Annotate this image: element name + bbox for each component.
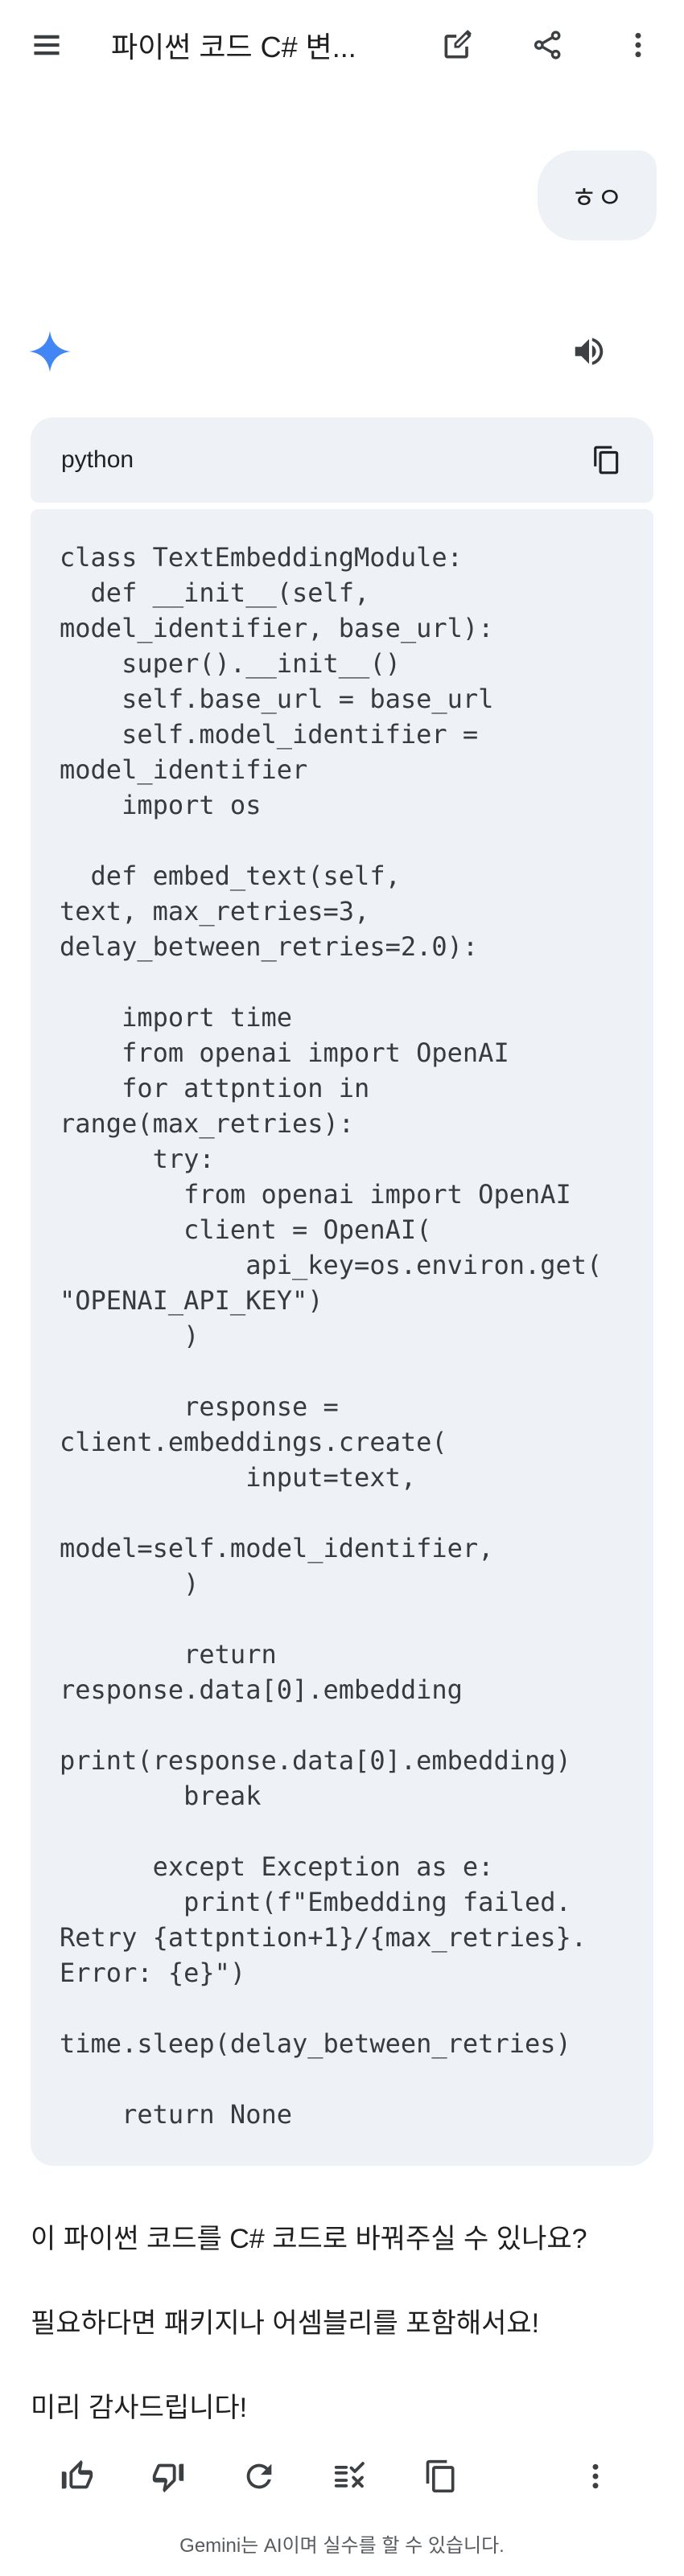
code-block-card: python class TextEmbeddingModule: def __… (31, 417, 653, 2166)
share-button[interactable] (529, 27, 567, 64)
top-app-bar: 파이썬 코드 C# 변... (0, 0, 684, 90)
topbar-actions (439, 27, 657, 64)
thumbs-up-button[interactable] (58, 2457, 97, 2496)
gemini-response-header (0, 329, 684, 374)
code-language-label: python (61, 446, 134, 473)
user-message-text: ㅎㅇ (571, 182, 623, 214)
thumbs-down-icon (150, 2458, 187, 2495)
fact-check-icon (332, 2458, 369, 2495)
share-icon (531, 28, 565, 62)
speaker-icon (571, 333, 608, 370)
read-aloud-button[interactable] (570, 332, 608, 371)
fact-check-button[interactable] (331, 2457, 369, 2496)
response-paragraph: 이 파이썬 코드를 C# 코드로 바꿔주실 수 있나요? (31, 2224, 587, 2254)
response-paragraph: 필요하다면 패키지나 어셈블리를 포함해서요! (31, 2308, 540, 2339)
copy-icon (423, 2459, 459, 2494)
user-message-bubble: ㅎㅇ (537, 150, 657, 240)
code-block-header: python (31, 417, 653, 503)
copy-icon (591, 445, 622, 475)
kebab-menu-icon (579, 2460, 612, 2492)
thumbs-down-button[interactable] (149, 2457, 187, 2496)
response-action-bar (0, 2438, 684, 2515)
footer: Gemini는 AI이며 실수를 할 수 있습니다. (0, 2529, 684, 2558)
response-paragraph: 미리 감사드립니다! (31, 2393, 248, 2423)
response-more-button[interactable] (576, 2457, 615, 2496)
kebab-menu-icon (622, 29, 654, 61)
edit-compose-icon (440, 27, 476, 63)
refresh-icon (241, 2458, 278, 2495)
user-message-row: ㅎㅇ (0, 150, 684, 240)
model-response-text: 이 파이썬 코드를 C# 코드로 바꿔주실 수 있나요? 필요하다면 패키지나 … (0, 2217, 684, 2430)
more-options-button[interactable] (620, 27, 657, 64)
copy-code-button[interactable] (591, 444, 623, 476)
gemini-sparkle-icon (27, 329, 72, 374)
code-content: class TextEmbeddingModule: def __init__(… (60, 542, 603, 2130)
menu-icon (29, 27, 64, 63)
thumbs-up-icon (59, 2458, 96, 2495)
copy-response-button[interactable] (422, 2457, 460, 2496)
disclaimer-text: Gemini는 AI이며 실수를 할 수 있습니다. (179, 2535, 505, 2557)
code-block-body: class TextEmbeddingModule: def __init__(… (31, 509, 653, 2166)
regenerate-button[interactable] (240, 2457, 278, 2496)
conversation-title: 파이썬 코드 C# 변... (111, 31, 356, 64)
new-chat-button[interactable] (439, 27, 476, 64)
menu-button[interactable] (27, 26, 66, 64)
